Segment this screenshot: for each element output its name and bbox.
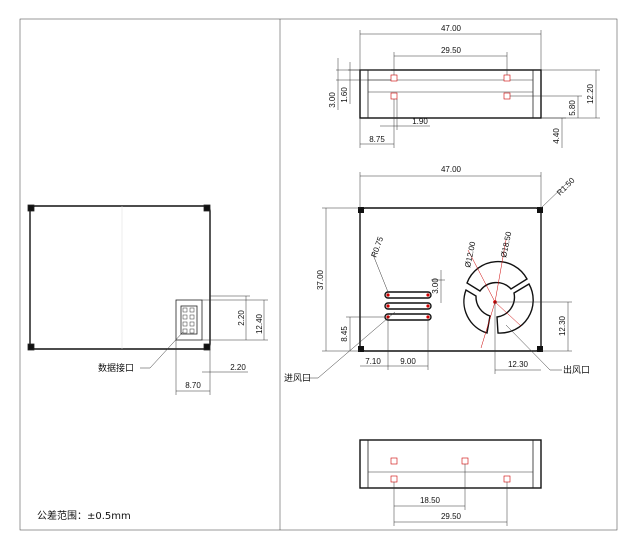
top-pin-1 — [390, 74, 398, 82]
dim-outlet-right: 12.30 — [508, 360, 529, 369]
inlet-slot-1 — [384, 291, 432, 299]
dim-conn-height: 12.40 — [255, 313, 264, 334]
dim-bottom-b: 29.50 — [441, 512, 462, 521]
front-view: 2.20 12.40 8.70 2.20 数据接口 — [27, 204, 268, 395]
inlet-slot-2 — [384, 302, 432, 310]
dim-conn-top: 2.20 — [237, 310, 246, 326]
dim-pin-span: 29.50 — [441, 46, 462, 55]
top-view: 47.00 29.50 3.00 1.60 1.90 8.75 12.20 5.… — [328, 24, 600, 148]
dim-pin-x: 1.90 — [412, 117, 428, 126]
bottom-pin-2 — [461, 457, 469, 465]
dim-pin-y2: 1.60 — [340, 87, 349, 103]
bottom-view: 18.50 29.50 — [359, 439, 542, 526]
sheet-frame — [19, 18, 618, 531]
fan-arc-left — [463, 288, 491, 334]
connector-pins — [182, 307, 195, 334]
dim-outlet-height: 12.30 — [558, 315, 567, 336]
dim-top-width: 47.00 — [441, 24, 462, 33]
dim-pin-y1: 3.00 — [328, 92, 337, 108]
fan-outlet — [463, 239, 534, 349]
dim-main-height: 37.00 — [316, 269, 325, 290]
inlet-slots — [384, 291, 432, 321]
top-pin-2 — [503, 74, 511, 82]
outlet-label: 出风口 — [563, 364, 590, 376]
connector-housing — [175, 299, 203, 341]
bottom-pin-3 — [390, 475, 398, 483]
dim-corner: R1.50 — [555, 176, 577, 198]
main-view: 47.00 R1.50 37.00 R0.75 3.00 8.45 7.10 9… — [284, 165, 590, 384]
top-pin-4 — [503, 92, 511, 100]
dim-inlet-bottom: 8.45 — [340, 326, 349, 342]
bottom-body — [359, 439, 542, 489]
bottom-pin-4 — [503, 475, 511, 483]
bottom-pin-1 — [390, 457, 398, 465]
dim-top-height: 12.20 — [586, 83, 595, 104]
fan-arc-top — [466, 260, 528, 292]
top-body — [359, 69, 542, 119]
front-body — [29, 205, 211, 350]
interface-label: 数据接口 — [98, 362, 134, 374]
dim-pin-r2: 4.40 — [552, 128, 561, 144]
connector-socket — [180, 305, 198, 335]
dim-inlet-left: 7.10 — [365, 357, 381, 366]
tolerance-note: 公差范围：±0.5mm — [37, 509, 131, 522]
dim-slot-gap: 3.00 — [431, 278, 440, 294]
inlet-label: 进风口 — [284, 373, 311, 384]
dim-bottom-a: 18.50 — [420, 496, 441, 505]
top-pin-3 — [390, 92, 398, 100]
dim-main-width: 47.00 — [441, 165, 462, 174]
dim-pin-r: 5.80 — [568, 100, 577, 116]
dim-inlet-width: 9.00 — [400, 357, 416, 366]
dim-conn-offset: 2.20 — [230, 363, 246, 372]
dim-conn-width: 8.70 — [185, 381, 201, 390]
dim-pin-edge: 8.75 — [369, 135, 385, 144]
